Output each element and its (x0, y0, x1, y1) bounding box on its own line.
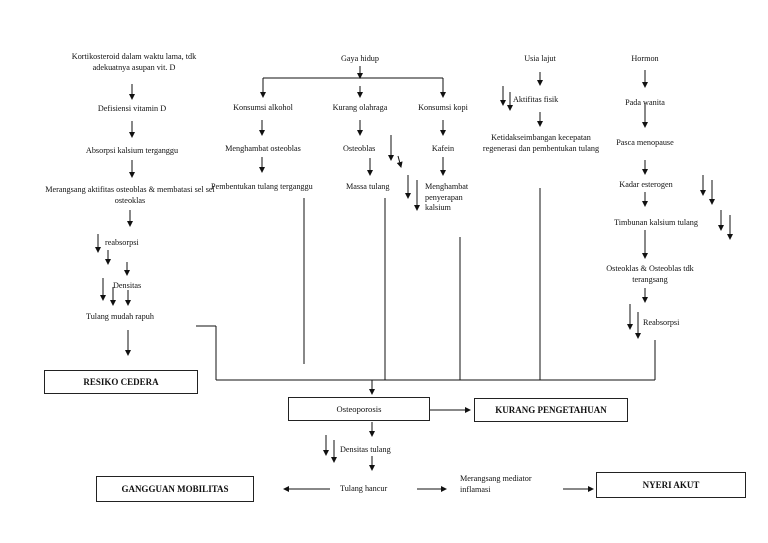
defisiensi-vitamin-d: Defisiensi vitamin D (97, 104, 167, 113)
konsumsi-alkohol: Konsumsi alkohol (233, 103, 293, 112)
kafein: Kafein (431, 144, 455, 153)
menghambat-penyerapan-kalsium: Menghambat penyerapan kalsium (425, 182, 469, 212)
menghambat-osteoblas: Menghambat osteoblas (225, 144, 301, 153)
osteoporosis-label: Osteoporosis (336, 404, 382, 414)
timbunan-kalsium: Timbunan kalsium tulang (614, 218, 698, 227)
pembentukan-tulang-terganggu: Pembentukan tulang terganggu (211, 182, 313, 191)
kurang-pengetahuan-box: KURANG PENGETAHUAN (474, 398, 628, 422)
konsumsi-kopi: Konsumsi kopi (418, 103, 468, 112)
hormon-title: Hormon (631, 54, 659, 63)
aktifitas-fisik: Aktifitas fisik (513, 95, 559, 104)
nyeri-akut-label: NYERI AKUT (642, 480, 700, 490)
gangguan-mobilitas-label: GANGGUAN MOBILITAS (121, 484, 229, 494)
ketidakseimbangan: Ketidakseimbangan kecepatan regenerasi d… (482, 133, 600, 153)
osteoklas-osteoblas: Osteoklas & Osteoblas tdk terangsang (606, 264, 694, 284)
nyeri-akut-box: NYERI AKUT (596, 472, 746, 498)
kurang-pengetahuan-label: KURANG PENGETAHUAN (495, 405, 607, 415)
absorpsi-kalsium: Absorpsi kalsium terganggu (85, 146, 179, 155)
osteoporosis-box: Osteoporosis (288, 397, 430, 421)
osteoblas-label: Osteoblas (343, 144, 376, 153)
reabsorpsi-right: Reabsorpsi (643, 318, 680, 327)
kortikosteroid-cause: Kortikosteroid dalam waktu lama, tdk ade… (71, 52, 197, 72)
kadar-esterogen: Kadar esterogen (619, 180, 673, 189)
densitas-left: Densitas (113, 281, 142, 290)
kurang-olahraga: Kurang olahraga (332, 103, 388, 112)
resiko-cedera-label: RESIKO CEDERA (83, 377, 159, 387)
merangsang-aktifitas: Merangsang aktifitas osteoblas & membata… (45, 185, 215, 205)
tulang-mudah-rapuh: Tulang mudah rapuh (86, 312, 154, 321)
tulang-hancur: Tulang hancur (340, 484, 388, 493)
resiko-cedera-box: RESIKO CEDERA (44, 370, 198, 394)
gangguan-mobilitas-box: GANGGUAN MOBILITAS (96, 476, 254, 502)
usia-lajut-title: Usia lajut (524, 54, 556, 63)
pada-wanita: Pada wanita (625, 98, 665, 107)
gaya-hidup-title: Gaya hidup (341, 54, 379, 63)
massa-tulang: Massa tulang (346, 182, 390, 191)
pasca-menopause: Pasca menopause (616, 138, 674, 147)
merangsang-mediator: Merangsang mediator inflamasi (460, 474, 532, 494)
reabsorpsi-left: reabsorpsi (105, 238, 139, 247)
densitas-tulang: Densitas tulang (340, 445, 391, 454)
